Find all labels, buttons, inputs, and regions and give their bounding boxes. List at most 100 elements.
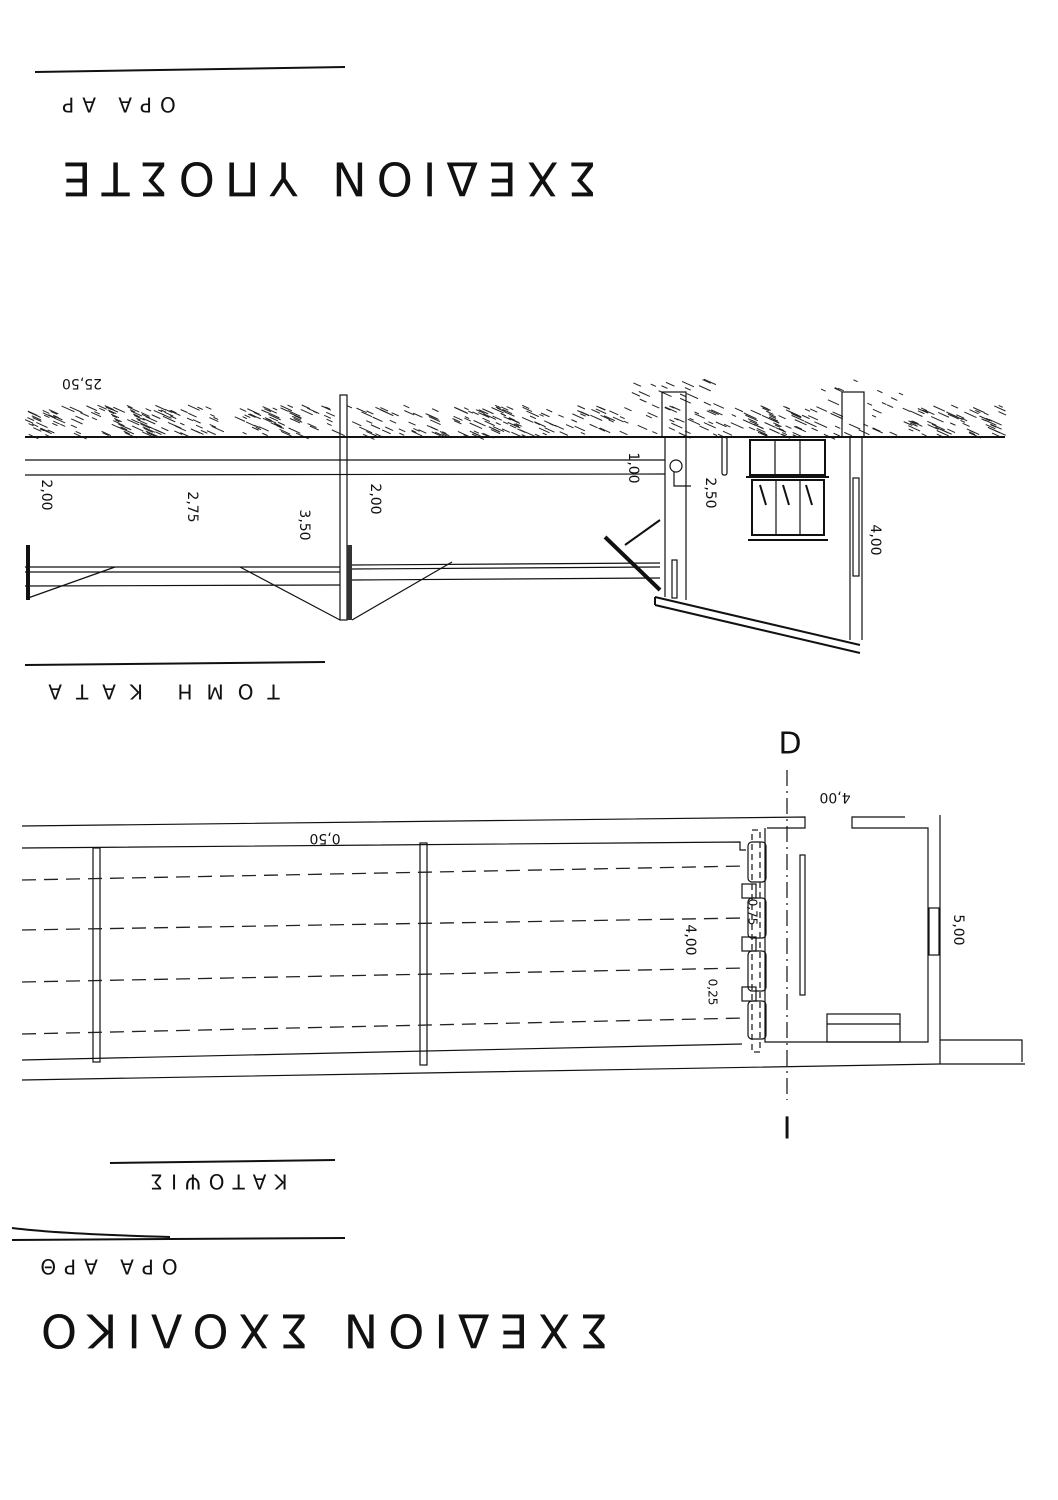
dimension-label: 4,00 bbox=[819, 789, 850, 805]
hatch-stroke bbox=[922, 409, 929, 414]
hatch-stroke bbox=[289, 412, 302, 419]
hatch-stroke bbox=[820, 388, 826, 392]
hatch-stroke bbox=[129, 409, 136, 413]
hatch-stroke bbox=[140, 423, 151, 429]
hatch-stroke bbox=[142, 417, 156, 425]
hatch-stroke bbox=[42, 410, 50, 414]
hidden-line bbox=[21, 967, 746, 983]
hatch-stroke bbox=[795, 425, 803, 430]
hatch-stroke bbox=[111, 415, 118, 419]
hidden-line bbox=[21, 865, 746, 881]
center-post-hatch bbox=[347, 545, 352, 620]
inner-wall-top bbox=[21, 841, 746, 851]
hatch-stroke bbox=[431, 408, 439, 413]
hatch-stroke bbox=[468, 410, 474, 414]
plan-title-underline bbox=[109, 1159, 336, 1164]
hatch-stroke bbox=[262, 432, 268, 437]
hatch-stroke bbox=[151, 414, 161, 420]
hatch-stroke bbox=[210, 413, 215, 417]
hatch-stroke bbox=[47, 429, 55, 434]
hatch-stroke bbox=[549, 422, 554, 426]
hatch-stroke bbox=[639, 398, 647, 403]
hatch-stroke bbox=[453, 415, 463, 421]
hatch-stroke bbox=[430, 426, 439, 431]
hatch-stroke bbox=[749, 420, 759, 426]
hatch-stroke bbox=[131, 418, 140, 424]
entrance-brace bbox=[624, 519, 661, 546]
vent-shaft bbox=[661, 391, 687, 438]
hatch-stroke bbox=[889, 431, 898, 436]
hatch-stroke bbox=[768, 416, 779, 422]
hatch-stroke bbox=[161, 427, 169, 432]
hatch-stroke bbox=[457, 431, 469, 437]
dimension-label: 2,00 bbox=[367, 483, 383, 514]
hatch-stroke bbox=[483, 413, 497, 420]
hatch-stroke bbox=[48, 414, 56, 419]
hatch-stroke bbox=[534, 421, 541, 426]
hatch-stroke bbox=[491, 407, 504, 414]
window-cabinet bbox=[746, 439, 829, 541]
hatch-stroke bbox=[937, 411, 950, 418]
hatch-stroke bbox=[120, 426, 128, 431]
hatch-stroke bbox=[972, 407, 985, 414]
hatch-stroke bbox=[676, 418, 685, 423]
hatch-stroke bbox=[521, 404, 530, 409]
hatch-stroke bbox=[139, 422, 153, 429]
hatch-stroke bbox=[247, 413, 256, 418]
hatch-stroke bbox=[503, 416, 512, 421]
hatch-stroke bbox=[381, 429, 391, 435]
hatch-stroke bbox=[933, 424, 938, 428]
title-underline bbox=[11, 1227, 171, 1238]
hatch-stroke bbox=[473, 430, 480, 434]
hatch-stroke bbox=[985, 419, 997, 426]
hatch-stroke bbox=[53, 417, 66, 424]
floor-line bbox=[351, 566, 661, 570]
hatch-stroke bbox=[195, 430, 204, 435]
hatch-stroke bbox=[385, 426, 394, 432]
hatch-stroke bbox=[69, 406, 83, 414]
hatch-stroke bbox=[164, 411, 174, 417]
hatch-stroke bbox=[279, 428, 291, 435]
hatch-stroke bbox=[778, 427, 785, 432]
hatch-stroke bbox=[834, 425, 841, 429]
hidden-line bbox=[21, 917, 746, 931]
hatch-stroke bbox=[99, 407, 106, 412]
hatch-stroke bbox=[389, 419, 397, 424]
hatch-stroke bbox=[205, 406, 212, 410]
hatch-stroke bbox=[756, 429, 768, 436]
hatch-stroke bbox=[427, 413, 439, 420]
hatch-stroke bbox=[234, 416, 246, 422]
hatch-stroke bbox=[491, 427, 500, 433]
hatch-stroke bbox=[814, 421, 828, 428]
hatch-stroke bbox=[730, 422, 744, 429]
dimension-label: 4,00 bbox=[867, 524, 883, 555]
bed bbox=[826, 1013, 901, 1043]
dimension-label: 3,50 bbox=[296, 509, 312, 540]
hatch-stroke bbox=[239, 408, 247, 412]
hatch-stroke bbox=[418, 429, 427, 434]
hatch-stroke bbox=[650, 383, 657, 387]
hatch-stroke bbox=[903, 421, 913, 426]
hatch-stroke bbox=[832, 411, 844, 418]
hatch-stroke bbox=[142, 426, 156, 433]
hatch-stroke bbox=[28, 423, 34, 427]
hatch-stroke bbox=[174, 424, 182, 429]
hatch-stroke bbox=[599, 427, 611, 434]
center-post bbox=[339, 394, 348, 621]
hatch-stroke bbox=[762, 407, 770, 412]
hatch-stroke bbox=[664, 406, 678, 413]
hatch-stroke bbox=[155, 429, 166, 435]
dimension-label: 5,00 bbox=[950, 914, 966, 945]
hatch-stroke bbox=[309, 425, 320, 431]
hatch-stroke bbox=[917, 408, 929, 414]
hatch-stroke bbox=[188, 412, 197, 418]
hatch-stroke bbox=[908, 428, 914, 432]
hatch-stroke bbox=[962, 422, 970, 427]
hatch-stroke bbox=[453, 420, 462, 425]
hatch-stroke bbox=[51, 422, 58, 427]
dimension-label: 0,75 bbox=[746, 899, 760, 926]
hatch-stroke bbox=[554, 424, 565, 430]
hatch-stroke bbox=[31, 423, 39, 428]
hatch-stroke bbox=[702, 379, 712, 384]
hatch-stroke bbox=[200, 429, 208, 434]
